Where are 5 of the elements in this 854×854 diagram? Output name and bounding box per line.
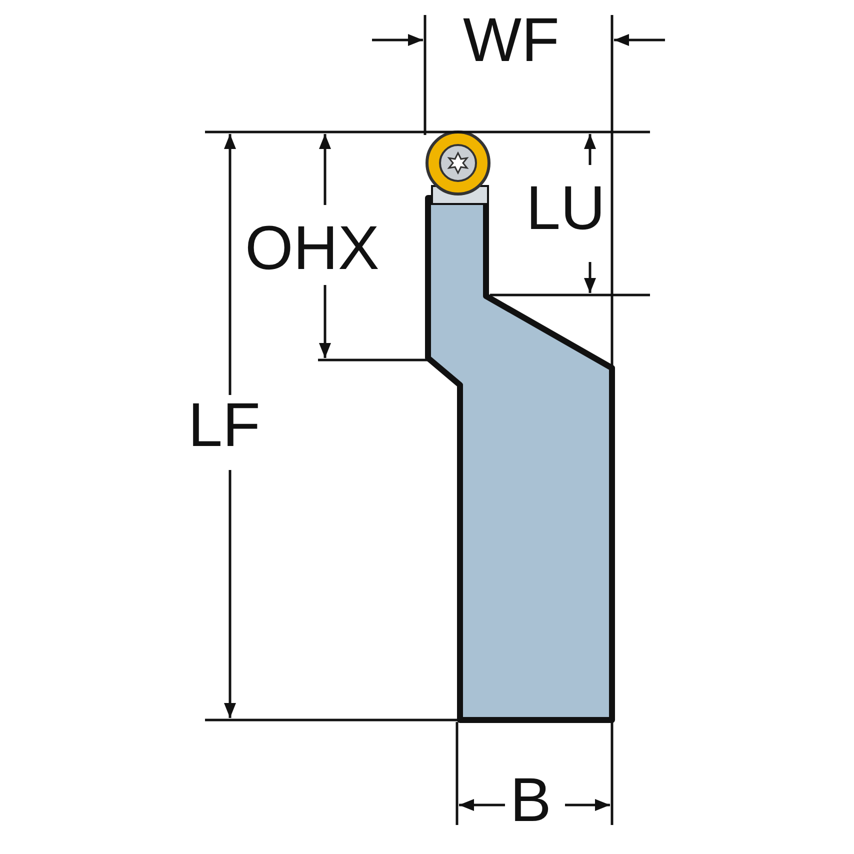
dimension-label: B xyxy=(510,770,552,832)
dimension-label: LU xyxy=(526,178,606,240)
dimension-label: OHX xyxy=(245,218,380,280)
dimension-label: WF xyxy=(463,10,560,72)
dimension-label: LF xyxy=(188,395,260,457)
